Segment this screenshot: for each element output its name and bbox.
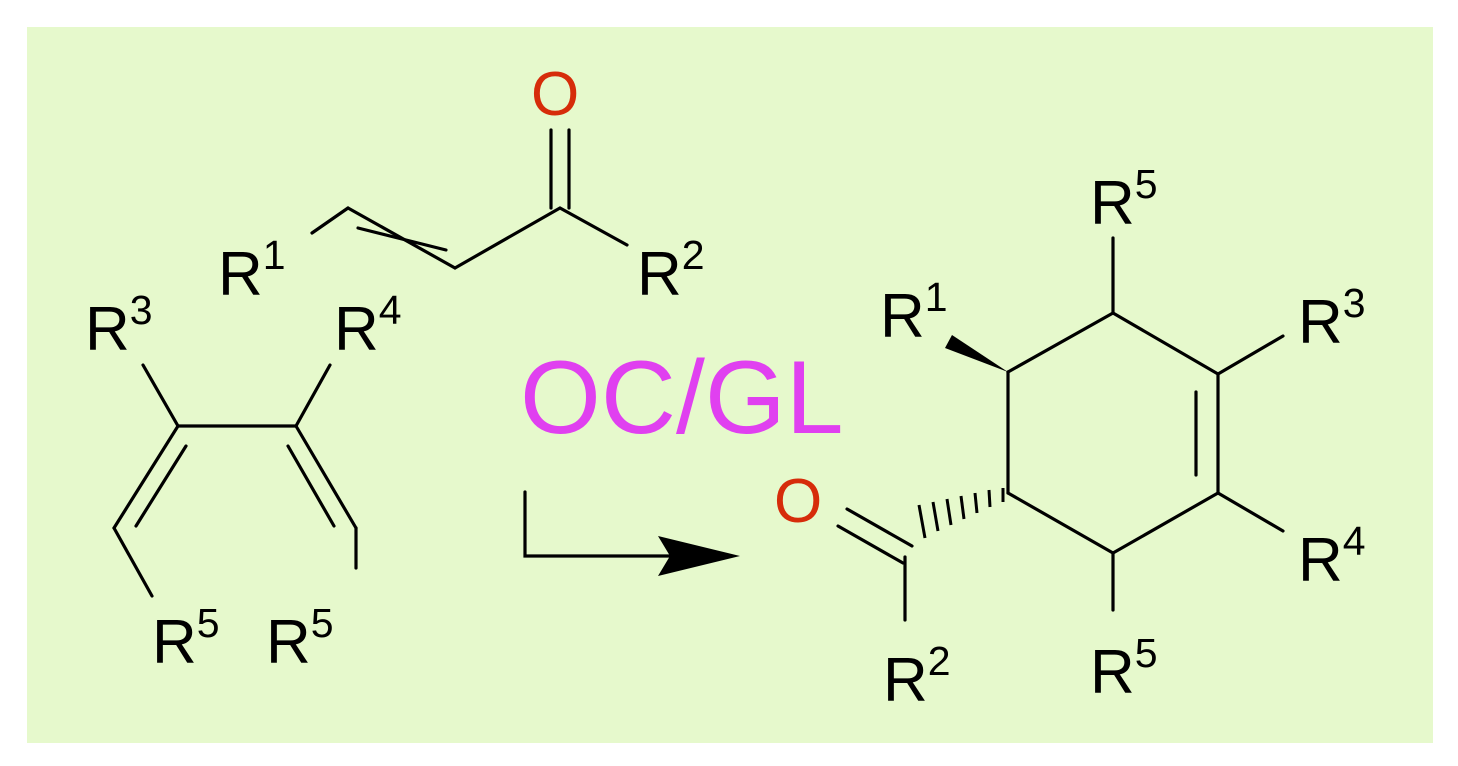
enone-bond-c-r2 (558, 206, 629, 247)
product-r4-label: R4 (1298, 518, 1366, 595)
enone-r2-label: R2 (637, 232, 705, 309)
product-ring-bond-2 (1111, 311, 1220, 376)
diene-bond-r3 (141, 363, 180, 428)
reaction-arrow-head (658, 536, 740, 576)
product-bond-r4 (1216, 491, 1285, 533)
diene-bond-r4 (294, 363, 332, 428)
product-wedge-bond-r1 (945, 335, 1008, 372)
diene-r4-label: R4 (334, 287, 402, 364)
diene-right-double-outer (294, 424, 358, 530)
product-r3-label: R3 (1298, 280, 1366, 357)
product-r1-label: R1 (880, 274, 948, 351)
product-carbonyl-bond-b (845, 507, 914, 548)
diene-bond-r5-left (112, 526, 154, 598)
product-molecule: O R5 R3 R1 R4 R2 R5 (774, 161, 1366, 715)
product-carbonyl-bond-a (836, 524, 905, 565)
enone-r1-label: R1 (218, 232, 286, 309)
product-ring-bond-1 (1006, 311, 1115, 374)
enone-bond-c-c (453, 206, 562, 270)
enone-double-bond-inner (356, 226, 448, 252)
product-r2-label: R2 (883, 638, 951, 715)
diene-left-double-outer (112, 424, 180, 530)
diene-r5-right-label: R5 (266, 600, 334, 677)
reaction-arrow (523, 490, 740, 576)
product-r5-top-label: R5 (1090, 161, 1158, 238)
product-hashed-bond (917, 488, 1005, 539)
reaction-condition-label: OC/GL (520, 340, 844, 456)
diene-right-double-inner (286, 444, 336, 528)
diene-r5-left-label: R5 (152, 600, 220, 677)
enone-oxygen-label: O (531, 60, 579, 129)
product-r5-bottom-label: R5 (1090, 630, 1158, 707)
scheme-panel (27, 27, 1433, 743)
enone-molecule: O R1 R2 (218, 60, 705, 309)
diene-left-double-inner (134, 444, 188, 528)
product-ring-bond-4 (1111, 491, 1220, 555)
enone-bond-r1-c (310, 206, 350, 235)
product-ring-bond-5 (1006, 491, 1115, 555)
diene-r3-label: R3 (85, 287, 153, 364)
diene-molecule: R3 R4 R5 R5 (85, 287, 402, 677)
reaction-arrow-shaft (523, 490, 674, 558)
product-oxygen-label: O (774, 467, 822, 536)
product-bond-r3 (1216, 334, 1285, 376)
